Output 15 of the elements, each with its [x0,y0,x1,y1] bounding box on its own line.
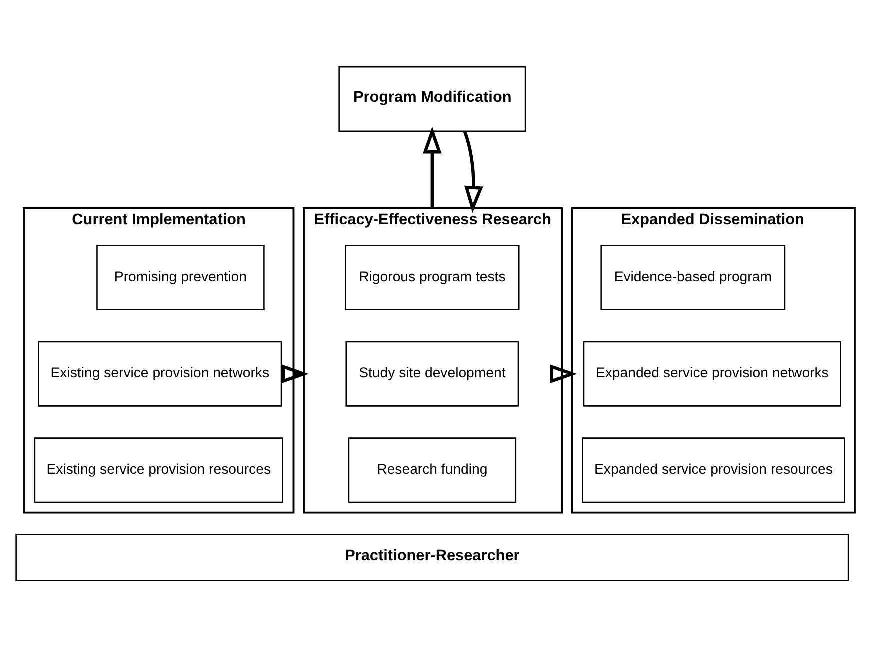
arrow [282,364,309,384]
node-box: Expanded service provision networks [583,340,842,406]
node-box: Practitioner-Researcher [16,533,850,581]
node-box: Existing service provision networks [38,340,282,406]
node-box: Evidence-based program [600,244,786,310]
node-box: Rigorous program tests [345,244,520,310]
arrow [550,364,578,384]
node-box: Existing service provision resources [34,437,284,503]
node-box: Study site development [346,340,520,406]
node-box: Promising prevention [96,244,265,310]
arrow [422,126,442,208]
node-box: Expanded service provision resources [582,437,846,503]
arrow [463,130,484,213]
node-box: Research funding [348,437,517,503]
node-box: Program Modification [338,66,526,132]
